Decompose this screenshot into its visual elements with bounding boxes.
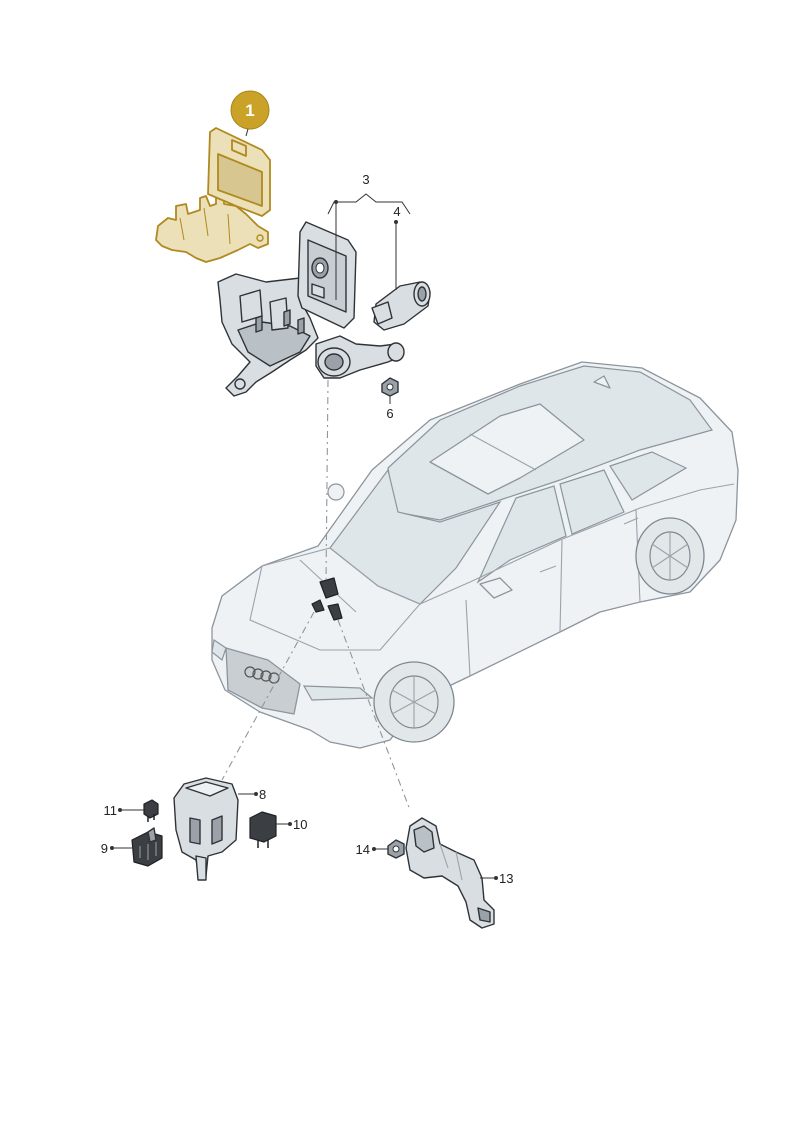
nut-part-6[interactable]: [381, 377, 399, 397]
locator-lines: [221, 379, 411, 811]
car-illustration: [211, 361, 739, 749]
callout-6-label: 6: [386, 406, 393, 421]
callout-14-label: 14: [356, 842, 370, 857]
callout-8-label: 8: [259, 787, 266, 802]
callout-10-label: 10: [293, 817, 307, 832]
fuse-part-11[interactable]: [143, 799, 159, 822]
callout-13[interactable]: 13: [480, 871, 513, 886]
callout-11-label: 11: [104, 803, 118, 818]
fuse-box-assembly: [217, 221, 405, 397]
callout-13-label: 13: [499, 871, 513, 886]
fuse-holder-part-8[interactable]: [173, 777, 239, 881]
connector-housing-part-4[interactable]: [371, 281, 431, 331]
audi-rings-logo: [244, 666, 280, 684]
callout-badge-1[interactable]: 1: [230, 90, 270, 130]
callout-11[interactable]: 11: [104, 803, 145, 818]
fuse-box-cover-part-1[interactable]: [155, 127, 271, 263]
nut-part-14[interactable]: [387, 839, 405, 859]
callout-9[interactable]: 9: [101, 841, 132, 856]
bracket-part-13[interactable]: [405, 817, 495, 929]
callout-10[interactable]: 10: [276, 817, 307, 832]
callout-4[interactable]: 4: [393, 204, 401, 290]
callout-6[interactable]: 6: [386, 396, 394, 421]
callout-3[interactable]: 3: [327, 172, 411, 300]
relay-part-10[interactable]: [249, 811, 277, 848]
callout-3-label: 3: [362, 172, 369, 187]
callout-8[interactable]: 8: [238, 787, 266, 802]
clip-on-car: [311, 599, 325, 613]
callout-badge-1-label: 1: [245, 101, 254, 120]
holder-on-car: [327, 603, 343, 621]
callout-4-label: 4: [393, 204, 400, 219]
callout-9-label: 9: [101, 841, 108, 856]
bracket-on-car: [319, 577, 339, 599]
callout-14[interactable]: 14: [356, 842, 388, 857]
relay-socket-part-9[interactable]: [131, 827, 163, 867]
